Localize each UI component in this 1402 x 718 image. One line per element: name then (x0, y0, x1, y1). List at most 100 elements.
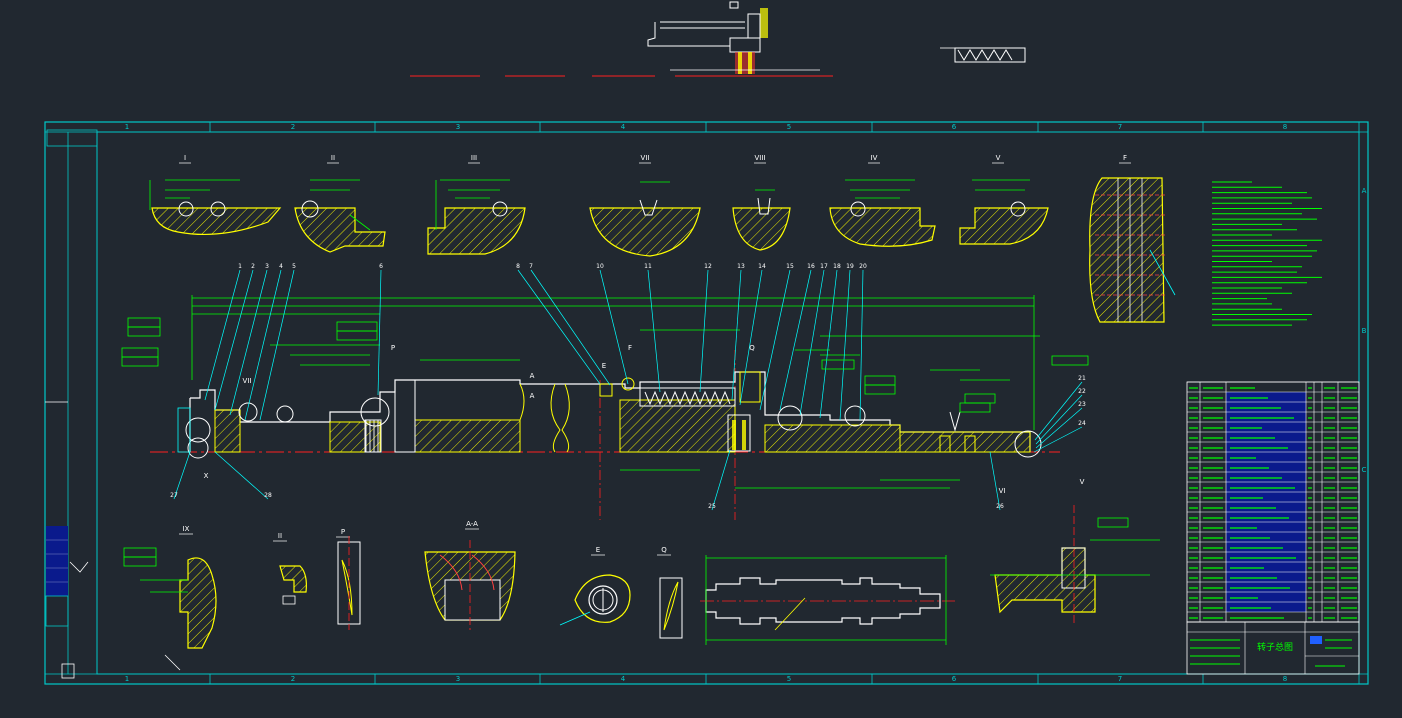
section-mark: A (530, 372, 535, 380)
grid-column-label: 3 (456, 123, 460, 131)
grid-column-label: 8 (1283, 123, 1287, 131)
detail-view-e (559, 574, 631, 626)
grid-column-label: 7 (1118, 123, 1122, 131)
view-title: VII (641, 154, 650, 162)
balloon-leader (214, 269, 254, 411)
view-title: E (596, 546, 600, 554)
part-balloon: 19 (846, 263, 854, 270)
main-assembly-view (150, 295, 1060, 520)
grid-column-label: 3 (456, 675, 460, 683)
part-balloon: 13 (737, 263, 745, 270)
view-title: V (996, 154, 1001, 162)
detail-view-ix (123, 547, 217, 649)
part-balloon: 8 (516, 263, 520, 270)
part-balloon: 5 (292, 263, 296, 270)
grid-column-label: 4 (621, 123, 626, 131)
grid-column-label: 8 (1283, 675, 1287, 683)
balloon-leader (859, 269, 864, 421)
detail-view-ii-bottom (279, 565, 307, 605)
view-title: II (331, 154, 335, 162)
part-balloon: 21 (1078, 375, 1086, 382)
balloon-leader (599, 269, 629, 385)
balloon-leader (214, 451, 269, 500)
balloon-leader (819, 269, 838, 419)
detail-view-viii (732, 189, 791, 251)
grid-row-label: A (1362, 187, 1367, 195)
part-balloon: 14 (758, 263, 766, 270)
grid-column-label: 7 (1118, 675, 1122, 683)
title-block: 转子总图 (1186, 621, 1360, 675)
balloon-leader (839, 269, 851, 421)
balloon-leader (699, 269, 709, 393)
balloon-leader (1035, 394, 1083, 445)
balloon-leader (1035, 407, 1083, 449)
part-balloon: 10 (596, 263, 604, 270)
grid-row-label: B (1362, 327, 1367, 335)
part-balloon: 23 (1078, 401, 1086, 408)
grid-column-label: 1 (125, 675, 129, 683)
part-balloon: 18 (833, 263, 841, 270)
view-title: IX (183, 525, 190, 533)
part-balloon: 7 (529, 263, 533, 270)
detail-view-vii (589, 181, 701, 257)
grid-column-label: 2 (291, 123, 295, 131)
balloon-leader (759, 269, 791, 411)
view-title: P (341, 528, 345, 536)
section-mark: X (204, 472, 209, 480)
view-title: III (471, 154, 477, 162)
grid-column-label: 6 (952, 675, 957, 683)
part-balloon: 20 (859, 263, 867, 270)
balloon-leader (731, 269, 742, 401)
part-balloon: 16 (807, 263, 815, 270)
part-balloon: 24 (1078, 420, 1086, 427)
balloon-leader (799, 269, 825, 416)
part-balloon: 17 (820, 263, 828, 270)
part-balloon: 4 (279, 263, 283, 270)
balloon-leader (1034, 381, 1083, 441)
section-mark: E (602, 362, 606, 370)
part-balloon: 15 (786, 263, 794, 270)
grid-column-label: 5 (787, 675, 791, 683)
balloon-leader (779, 269, 812, 411)
part-balloon: 25 (708, 503, 716, 510)
part-balloon: 28 (264, 492, 272, 499)
section-mark: F (628, 344, 632, 352)
detail-view-ii (294, 179, 386, 253)
view-title: I (184, 154, 186, 162)
part-balloon: 11 (644, 263, 652, 270)
part-balloon: 6 (379, 263, 383, 270)
balloon-leader (647, 269, 661, 393)
section-mark: Q (749, 344, 755, 352)
shaft-forging-view (700, 555, 955, 645)
balloon-leader (530, 269, 611, 386)
balloon-leader (204, 269, 241, 401)
view-title: II (278, 532, 282, 540)
balloon-leader (229, 269, 268, 416)
balloon-leader (711, 449, 731, 511)
view-title: VIII (755, 154, 766, 162)
section-mark: VI (999, 487, 1006, 495)
balloon-leader (173, 451, 191, 500)
tolerance-frames (121, 317, 1089, 413)
grid-column-label: 4 (621, 675, 626, 683)
view-title: IV (871, 154, 878, 162)
section-mark: A (530, 392, 535, 400)
balloon-leader (739, 269, 763, 406)
section-mark: VII (243, 377, 252, 385)
view-title: F (1123, 154, 1127, 162)
grid-column-label: 5 (787, 123, 791, 131)
part-balloon: 12 (704, 263, 712, 270)
view-title: A-A (466, 520, 478, 528)
detail-view-q (659, 577, 683, 639)
detail-view-vi-bottom (990, 505, 1160, 625)
part-balloon: 22 (1078, 388, 1086, 395)
balloon-leader (1033, 426, 1083, 453)
section-mark: P (391, 344, 395, 352)
balloon-leader (259, 269, 295, 421)
detail-view-iii (427, 179, 526, 255)
part-balloon: 26 (996, 503, 1004, 510)
balloon-leader (244, 269, 282, 421)
